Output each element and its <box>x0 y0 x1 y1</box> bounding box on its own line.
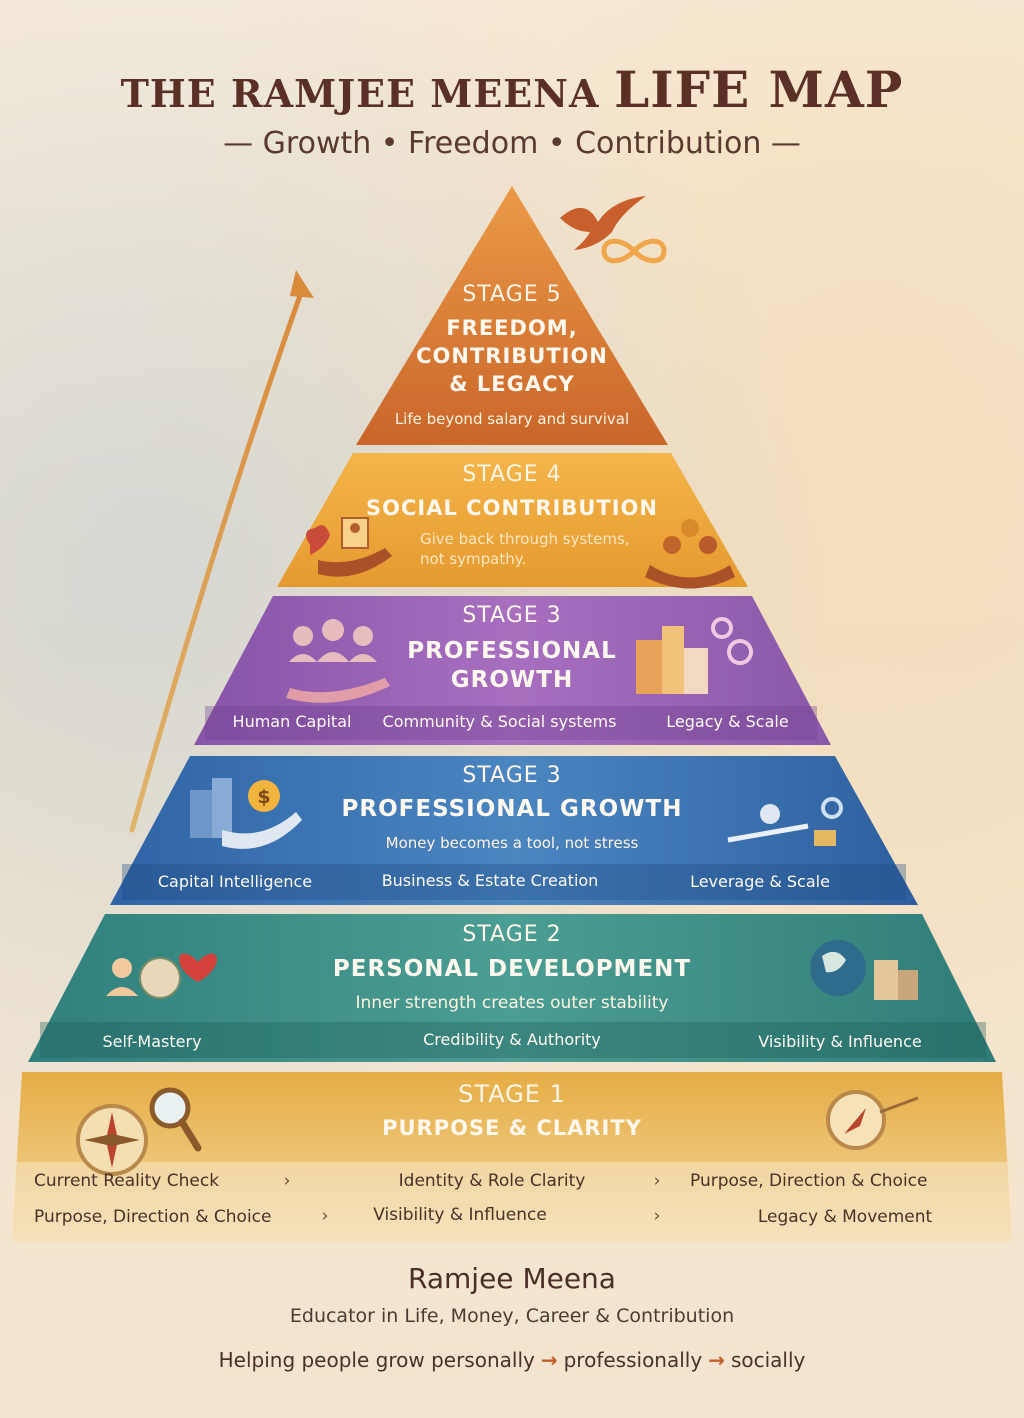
stage-3a-number: STAGE 3 <box>462 603 562 628</box>
mission-part-3: socially <box>730 1348 806 1372</box>
stage-3b-pillar-1: Capital Intelligence <box>157 872 313 891</box>
stage-5-number: STAGE 5 <box>462 282 562 307</box>
mission-part-2: professionally <box>563 1348 703 1372</box>
stage-3-blue-band <box>110 756 918 905</box>
dollar-coin-icon: $ <box>248 780 280 812</box>
stage-4-tagline-line-2: not sympathy. <box>420 550 527 568</box>
heart-icon <box>179 953 217 982</box>
arrow-icon: → <box>708 1348 725 1372</box>
stage-5-tagline: Life beyond salary and survival <box>394 410 630 428</box>
stage-1-flow-row1-item-3: Purpose, Direction & Choice <box>690 1171 928 1191</box>
stage-3a-pillar-3: Legacy & Scale <box>666 712 789 731</box>
gear-icon <box>711 617 753 665</box>
stage-5-band <box>356 186 668 445</box>
title-part1: THE RAMJEE MEENA <box>120 71 600 116</box>
stage-1-chevron: › <box>653 1206 661 1226</box>
infinity-icon <box>601 238 667 264</box>
brain-icon <box>106 957 181 999</box>
stage-2-band <box>28 914 996 1062</box>
hand-growth-icon <box>190 778 302 849</box>
stage-1-flow-row1-item-2: Identity & Role Clarity <box>398 1171 586 1191</box>
compass-icon <box>76 1104 148 1176</box>
stage-1-flow-row1-item-1: Current Reality Check <box>34 1171 220 1191</box>
stage-4-name: SOCIAL CONTRIBUTION <box>366 496 658 520</box>
stage-4-band <box>277 453 748 587</box>
people-hands-icon <box>645 519 735 589</box>
svg-text:$: $ <box>257 786 270 808</box>
buildings-icon <box>636 626 708 694</box>
stage-1-chevron: › <box>283 1171 291 1191</box>
stage-1-chevron: › <box>653 1171 661 1191</box>
stage-2-tagline: Inner strength creates outer stability <box>355 993 669 1013</box>
stage-2-pillar-3: Visibility & Influence <box>758 1032 922 1051</box>
stage-3a-pillar-1: Human Capital <box>232 712 352 731</box>
stage-1-name: PURPOSE & CLARITY <box>382 1116 642 1140</box>
stage-3b-tagline: Money becomes a tool, not stress <box>385 834 639 852</box>
arrow-icon: → <box>540 1348 558 1372</box>
heart-hand-icon <box>306 517 392 577</box>
stage-3b-pillar-3: Leverage & Scale <box>690 872 830 891</box>
growth-arrow-icon <box>129 270 314 833</box>
stage-1-chevron: › <box>321 1206 329 1226</box>
stage-4-tagline-line-1: Give back through systems, <box>420 530 630 548</box>
stage-3a-pillar-2: Community & Social systems <box>382 712 617 731</box>
stage-3-purple-pillar-bar <box>205 706 817 740</box>
stage-3b-number: STAGE 3 <box>462 763 562 788</box>
stage-2-name: PERSONAL DEVELOPMENT <box>332 956 692 982</box>
stage-1-flow-row2-item-1: Purpose, Direction & Choice <box>34 1207 272 1227</box>
stage-5-name-line-2: CONTRIBUTION <box>416 344 608 368</box>
stage-1-flow-panel <box>12 1162 1012 1242</box>
stage-3b-pillar-2: Business & Estate Creation <box>381 871 599 890</box>
stage-3a-name-line-1: PROFESSIONAL <box>407 638 617 664</box>
stage-2-pillar-1: Self-Mastery <box>102 1032 202 1051</box>
stage-3b-name: PROFESSIONAL GROWTH <box>341 796 683 822</box>
stage-5-name-line-3: & LEGACY <box>449 372 575 396</box>
stage-3a-name-line-2: GROWTH <box>450 667 574 693</box>
author-name: Ramjee Meena <box>408 1262 616 1295</box>
mission-part-1: Helping people grow personally <box>218 1348 535 1372</box>
page-subtitle: — Growth • Freedom • Contribution — <box>223 126 801 161</box>
compass-arrow-icon <box>826 1090 919 1150</box>
magnifier-icon <box>149 1087 202 1152</box>
bird-icon <box>560 196 646 250</box>
author-role: Educator in Life, Money, Career & Contri… <box>289 1305 735 1327</box>
globe-icon <box>810 940 918 1000</box>
page-title: THE RAMJEE MEENA LIFE MAP <box>0 60 1024 119</box>
stage-2-pillar-bar <box>40 1022 986 1058</box>
stage-1-flow-row2-item-3: Legacy & Movement <box>757 1207 933 1227</box>
stage-3-blue-pillar-bar <box>122 864 906 900</box>
stage-4-number: STAGE 4 <box>462 462 562 487</box>
mission-statement: Helping people grow personally→professio… <box>0 1348 1024 1372</box>
title-part2: LIFE MAP <box>614 60 904 119</box>
stage-2-number: STAGE 2 <box>462 922 562 947</box>
stage-1-flow-row2-item-2: Visibility & Influence <box>373 1205 547 1225</box>
leverage-icon <box>727 797 843 846</box>
stage-5-name-line-1: FREEDOM, <box>446 316 578 340</box>
stage-2-pillar-2: Credibility & Authority <box>423 1030 601 1049</box>
people-icon <box>286 619 390 703</box>
stage-1-number: STAGE 1 <box>458 1080 566 1108</box>
